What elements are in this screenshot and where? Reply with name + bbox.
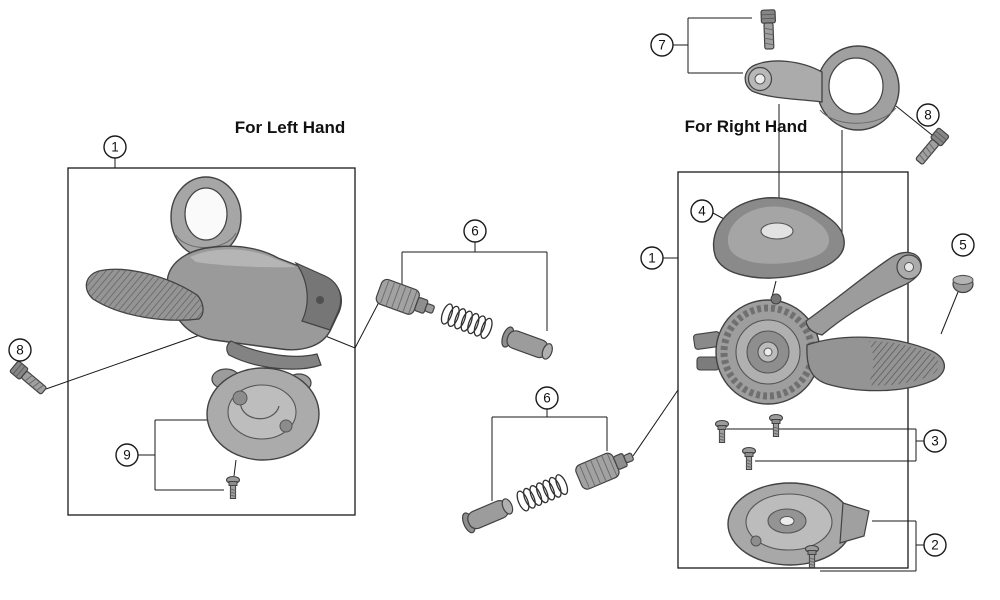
callout-6-lower-bracket <box>491 389 679 501</box>
svg-text:2: 2 <box>931 538 939 553</box>
left-clamp-bolt <box>8 360 49 398</box>
svg-text:6: 6 <box>471 224 479 239</box>
fixing-screw <box>714 419 730 444</box>
callout-9-bracket <box>138 419 224 491</box>
adjust-spring <box>514 472 571 514</box>
upper-cable-adjust-unit <box>373 277 556 364</box>
callout-4: 4 <box>690 199 714 223</box>
left-main-lever <box>85 268 204 321</box>
callout-7-bracket <box>673 17 752 74</box>
left-shifter-body <box>166 245 342 351</box>
right-unit-leader-lines <box>663 104 959 335</box>
left-bracket-cover <box>206 367 320 461</box>
callout-2-bracket <box>820 520 924 572</box>
left-section-title: For Left Hand <box>235 118 346 137</box>
callout-1-right: 1 <box>640 246 664 270</box>
adjust-barrel <box>373 277 439 323</box>
svg-text:6: 6 <box>543 391 551 406</box>
adjust-barrel <box>573 443 639 492</box>
callout-6-lower: 6 <box>535 386 559 410</box>
svg-text:8: 8 <box>924 108 932 123</box>
fixing-screw <box>741 446 757 471</box>
lever-end-cap <box>952 274 974 294</box>
svg-text:8: 8 <box>16 343 24 358</box>
right-main-lever <box>806 336 945 392</box>
svg-text:9: 9 <box>123 448 131 463</box>
clamp-band <box>744 45 900 131</box>
lower-cable-adjust-unit <box>459 443 639 536</box>
callout-1-left: 1 <box>103 135 127 159</box>
svg-text:5: 5 <box>959 238 967 253</box>
clamp-band-bolt <box>760 9 777 50</box>
left-unit-box <box>67 167 356 516</box>
svg-text:7: 7 <box>658 38 666 53</box>
svg-text:1: 1 <box>648 251 656 266</box>
right-clamp-bolt <box>912 126 950 167</box>
right-upper-cover <box>712 197 845 279</box>
callout-2: 2 <box>923 533 947 557</box>
right-bracket-cover <box>727 482 870 566</box>
right-section-title: For Right Hand <box>685 117 808 136</box>
right-release-lever <box>805 251 922 336</box>
svg-text:4: 4 <box>698 204 706 219</box>
left-release-lever <box>226 340 322 370</box>
fixing-screw <box>768 413 784 438</box>
left-clamp-ring <box>170 176 242 258</box>
svg-text:1: 1 <box>111 140 119 155</box>
adjust-boot <box>459 494 517 536</box>
adjust-boot <box>498 324 556 364</box>
left-cover-screw <box>225 475 241 500</box>
callout-7: 7 <box>650 33 674 57</box>
right-ratchet-unit <box>692 293 821 405</box>
callout-3: 3 <box>923 429 947 453</box>
callout-8-left: 8 <box>8 338 32 362</box>
callout-3-bracket <box>727 428 924 462</box>
callout-5: 5 <box>951 233 975 257</box>
callout-6-upper-bracket <box>317 242 548 349</box>
adjust-spring <box>438 301 495 341</box>
callout-8-right: 8 <box>916 103 940 127</box>
callout-9: 9 <box>115 443 139 467</box>
svg-text:3: 3 <box>931 434 939 449</box>
callout-6-upper: 6 <box>463 219 487 243</box>
